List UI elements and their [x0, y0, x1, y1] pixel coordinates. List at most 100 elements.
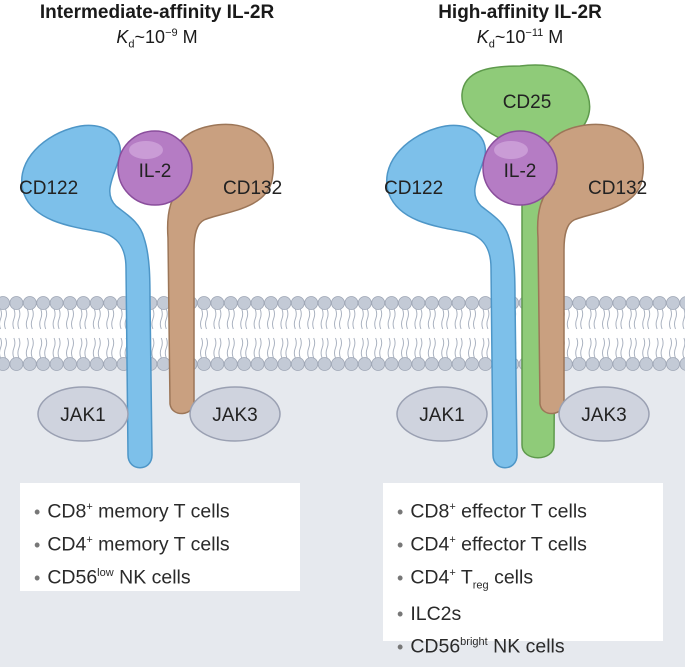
- lipid-head: [344, 357, 359, 371]
- lipid-tail: [164, 337, 168, 359]
- lipid-head: [652, 296, 667, 310]
- lipid-tail: [607, 337, 610, 359]
- cell-type-sup: +: [449, 501, 456, 513]
- lipid-tail: [280, 337, 284, 359]
- right-cd25-label: CD25: [503, 92, 552, 113]
- lipid-tail: [352, 308, 356, 330]
- lipid-tail: [360, 308, 364, 330]
- lipid-tail: [66, 337, 69, 359]
- right-receptor-complex: CD25 CD132 CD122 IL-2 JAK1 JAK3: [384, 64, 650, 469]
- lipid-head: [438, 357, 453, 371]
- cell-type-rest: NK cells: [113, 566, 191, 589]
- lipid-head: [666, 296, 680, 310]
- lipid-tail: [575, 308, 579, 330]
- lipid-tail: [427, 308, 431, 330]
- lipid-head: [250, 296, 265, 310]
- lipid-tail: [298, 337, 302, 359]
- lipid-tail: [25, 308, 29, 330]
- cell-type-sup: +: [86, 501, 93, 513]
- lipid-tail: [419, 337, 423, 359]
- lipid-tail: [71, 308, 74, 330]
- lipid-tail: [347, 308, 351, 330]
- right-kd-exponent: −11: [525, 27, 544, 39]
- lipid-tail: [66, 308, 69, 330]
- lipid-tail: [205, 337, 208, 359]
- lipid-tail: [441, 337, 445, 359]
- lipid-head: [424, 296, 439, 310]
- lipid-tail: [71, 337, 74, 359]
- lipid-tail: [39, 308, 43, 330]
- lipid-tail: [213, 337, 217, 359]
- lipid-head: [357, 296, 372, 310]
- lipid-head: [0, 296, 10, 310]
- lipid-head: [585, 296, 600, 310]
- right-kd-symbol: K: [476, 27, 489, 47]
- lipid-head: [9, 357, 24, 371]
- lipid-head: [210, 296, 225, 310]
- left-receptor-complex: CD132 CD122 IL-2 JAK1 JAK3: [19, 123, 282, 469]
- right-cell-types-list: CD8+ effector T cellsCD4+ effector T cel…: [397, 493, 663, 661]
- cell-type-sup: +: [86, 534, 93, 546]
- left-cd132-label: CD132: [223, 178, 282, 199]
- left-kd-subscript: d: [128, 38, 135, 51]
- lipid-tail: [151, 337, 155, 359]
- cell-type-main: ILC2s: [410, 602, 462, 625]
- lipid-tail: [459, 308, 463, 330]
- left-cell-types-box: CD8+ memory T cellsCD4+ memory T cellsCD…: [20, 483, 300, 591]
- lipid-tail: [240, 308, 244, 330]
- cell-type-rest: memory T cells: [92, 500, 230, 523]
- lipid-head: [76, 357, 91, 371]
- right-cell-types-box: CD8+ effector T cellsCD4+ effector T cel…: [383, 483, 663, 658]
- lipid-tail: [293, 308, 297, 330]
- left-kd-exponent: −9: [165, 27, 178, 39]
- lipid-tail: [401, 308, 404, 330]
- lipid-head: [679, 296, 685, 310]
- lipid-tail: [320, 337, 324, 359]
- lipid-tail: [17, 308, 21, 330]
- cell-type-sup: low: [97, 567, 114, 579]
- lipid-head: [411, 296, 426, 310]
- lipid-head: [36, 357, 51, 371]
- lipid-head: [89, 357, 104, 371]
- lipid-tail: [293, 337, 297, 359]
- lipid-head: [679, 357, 685, 371]
- cell-type-item: ILC2s: [397, 600, 663, 629]
- left-jak3-label: JAK3: [212, 405, 257, 426]
- lipid-head: [22, 357, 37, 371]
- lipid-head: [89, 296, 104, 310]
- lipid-head: [652, 357, 667, 371]
- lipid-head: [304, 357, 319, 371]
- lipid-tail: [119, 337, 123, 359]
- lipid-head: [49, 296, 64, 310]
- lipid-head: [465, 357, 479, 371]
- lipid-tail: [325, 337, 329, 359]
- lipid-tail: [633, 308, 637, 330]
- lipid-head: [223, 357, 238, 371]
- lipid-tail: [575, 337, 579, 359]
- cell-type-item: CD4+ memory T cells: [34, 526, 300, 559]
- lipid-tail: [325, 308, 329, 330]
- cell-type-item: CD4+ Treg cells: [397, 559, 663, 600]
- lipid-tail: [602, 337, 605, 359]
- lipid-head: [331, 296, 345, 310]
- cell-type-item: CD8+ effector T cells: [397, 493, 663, 526]
- lipid-tail: [669, 337, 672, 359]
- lipid-tail: [0, 337, 2, 359]
- cell-type-rest: effector T cells: [455, 500, 587, 523]
- lipid-tail: [660, 308, 664, 330]
- lipid-tail: [272, 337, 275, 359]
- lipid-head: [398, 357, 412, 371]
- lipid-tail: [272, 308, 275, 330]
- lipid-tail: [486, 337, 490, 359]
- lipid-head: [156, 357, 171, 371]
- lipid-head: [451, 296, 466, 310]
- lipid-tail: [312, 337, 316, 359]
- lipid-tail: [660, 337, 664, 359]
- lipid-head: [223, 296, 238, 310]
- lipid-head: [572, 296, 587, 310]
- right-kd: Kd~10−11 M: [355, 27, 685, 51]
- lipid-tail: [379, 337, 383, 359]
- lipid-head: [625, 296, 640, 310]
- left-jak1-label: JAK1: [60, 405, 105, 426]
- lipid-head: [398, 296, 412, 310]
